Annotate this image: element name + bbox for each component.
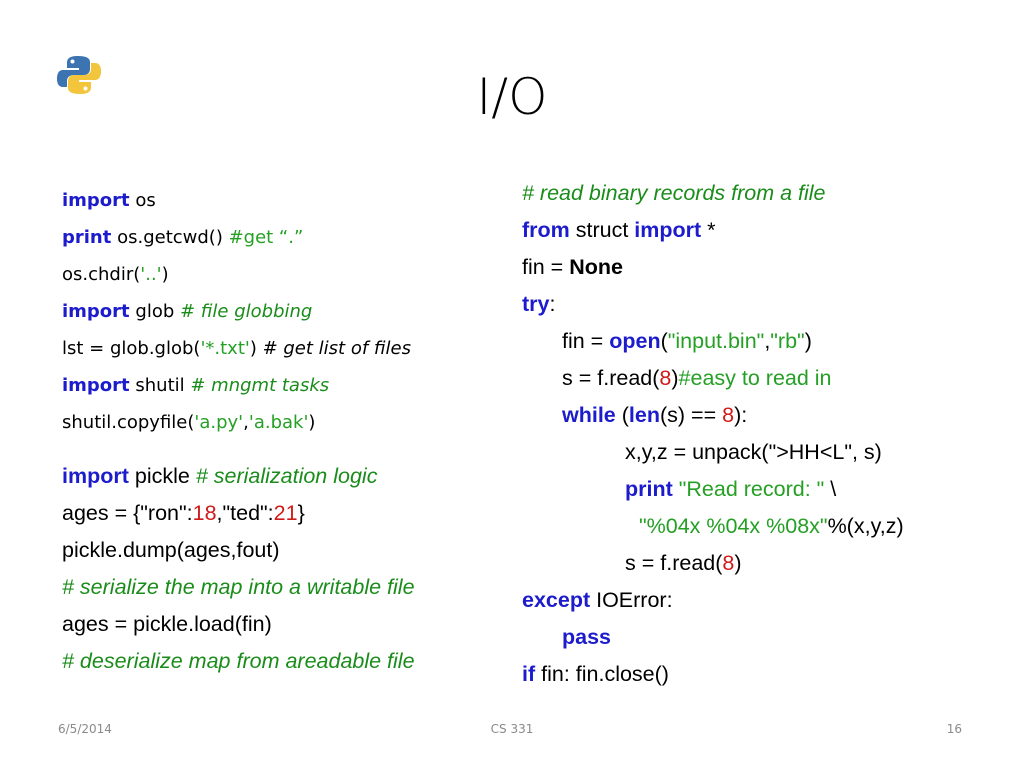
code-line: import glob # file globbing [62,301,313,322]
code-line: try: [522,292,556,316]
code-line: except IOError: [522,588,673,612]
code-line: shutil.copyfile('a.py','a.bak') [62,412,316,433]
code-line: print os.getcwd() #get “.” [62,227,304,248]
code-line: fin = None [522,255,623,279]
code-line: while (len(s) == 8): [562,403,748,427]
code-line: "%04x %04x %08x"%(x,y,z) [639,514,904,538]
code-line: from struct import * [522,218,716,242]
slide-title: I/O [476,68,548,126]
code-line: # read binary records from a file [522,181,826,205]
code-line: pass [562,625,612,649]
footer-date: 6/5/2014 [58,722,112,736]
code-line: os.chdir('..') [62,264,169,285]
right-code-block: # read binary records from a file from s… [522,175,1002,693]
left-code-block: import os print os.getcwd() #get “.” os.… [62,182,492,680]
code-line: if fin: fin.close() [522,662,669,686]
code-line: pickle.dump(ages,fout) [62,538,280,562]
code-line: lst = glob.glob('*.txt') # get list of f… [62,338,411,359]
code-line: s = f.read(8) [625,551,742,575]
code-line: ages = {"ron":18,"ted":21} [62,501,305,525]
code-line: s = f.read(8)#easy to read in [562,366,832,390]
python-logo-icon [55,54,103,96]
code-line: # serialize the map into a writable file [62,575,415,599]
footer-course: CS 331 [490,722,534,736]
code-line: fin = open("input.bin","rb") [562,329,812,353]
code-line: ages = pickle.load(fin) [62,612,272,636]
slide-number: 16 [946,722,962,736]
code-line: print "Read record: " \ [625,477,837,501]
code-line: # deserialize map from areadable file [62,649,415,673]
code-line: import shutil # mngmt tasks [62,375,330,396]
code-line: import os [62,190,156,211]
code-line: x,y,z = unpack(">HH<L", s) [625,440,882,464]
code-line: import pickle # serialization logic [62,464,378,488]
